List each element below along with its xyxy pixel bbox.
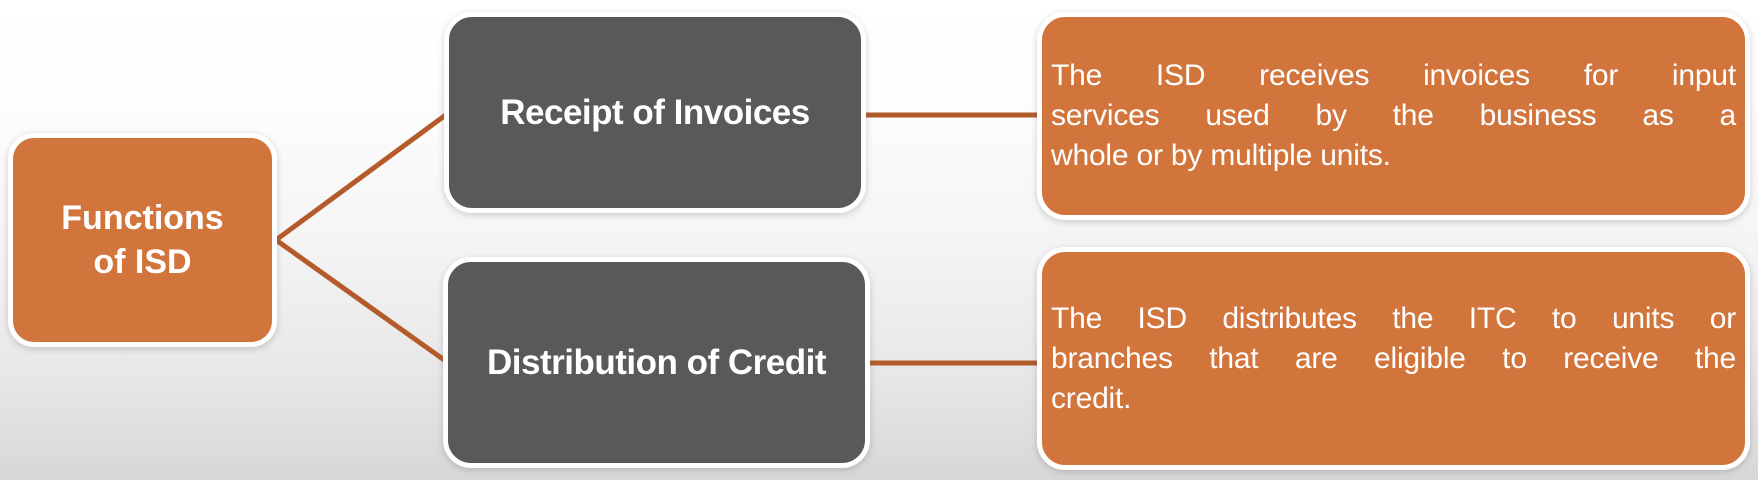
root-node-label-line2: of ISD xyxy=(93,243,192,281)
branch-node-receipt-of-invoices: Receipt of Invoices xyxy=(444,12,866,213)
description-node-distribution-of-credit: The ISD distributes the ITC to units or … xyxy=(1037,247,1750,470)
description-line: services used by the business as a xyxy=(1051,99,1736,132)
connector-root-to-distribution xyxy=(274,237,449,365)
description-line: The ISD receives invoices for input xyxy=(1051,59,1736,92)
description-node-receipt-of-invoices: The ISD receives invoices for input serv… xyxy=(1037,12,1750,220)
description-line: whole or by multiple units. xyxy=(1051,139,1391,172)
root-node-label-line1: Functions xyxy=(61,199,224,237)
root-node-functions-of-isd: Functions of ISD xyxy=(8,133,277,347)
description-line: branches that are eligible to receive th… xyxy=(1051,341,1736,375)
branch-title: Receipt of Invoices xyxy=(500,92,810,132)
description-line: The ISD distributes the ITC to units or xyxy=(1051,301,1736,335)
connector-root-to-receipt xyxy=(274,111,449,243)
branch-node-distribution-of-credit: Distribution of Credit xyxy=(443,257,870,468)
branch-title: Distribution of Credit xyxy=(487,342,826,382)
description-line: credit. xyxy=(1051,381,1132,415)
